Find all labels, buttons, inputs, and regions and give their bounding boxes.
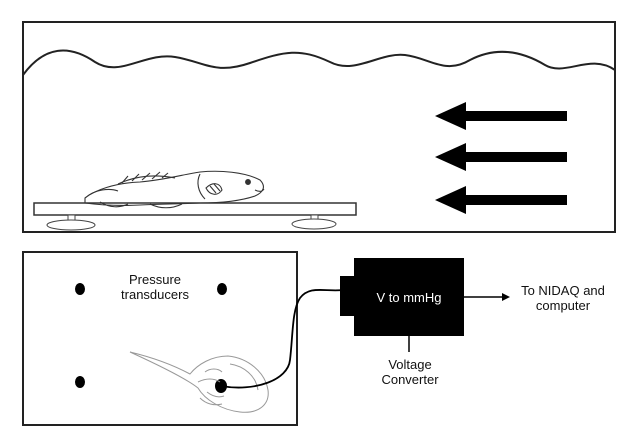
voltage-converter-box [340, 258, 464, 336]
pressure-transducer-dot [75, 283, 85, 295]
transducer-cable [220, 288, 344, 389]
converter-box-label: V to mmHg [376, 290, 442, 305]
pressure-transducers-label: Pressure transducers [105, 272, 205, 302]
output-label-line2: computer [535, 298, 591, 313]
pressure-transducer-dot [75, 376, 85, 388]
converter-label-line2: Converter [381, 372, 439, 387]
water-surface-wave [22, 49, 616, 76]
output-arrow [464, 293, 510, 301]
platform-leg-right [291, 214, 337, 230]
converter-label-line1: Voltage [388, 357, 432, 372]
fish-platform [33, 202, 357, 216]
platform-leg-left [46, 214, 96, 231]
voltage-converter-label: Voltage Converter [365, 357, 455, 387]
fish-side-view-illustration [84, 170, 265, 209]
flow-tank-top-view [22, 251, 298, 426]
flow-arrow [435, 143, 567, 171]
flow-arrow [435, 102, 567, 130]
flow-arrow [435, 186, 567, 214]
output-label-line1: To NIDAQ and [521, 283, 605, 298]
pressure-label-line1: Pressure [128, 272, 182, 287]
pressure-transducer-dot [217, 283, 227, 295]
pressure-label-line2: transducers [121, 287, 189, 302]
nidaq-output-label: To NIDAQ and computer [508, 283, 618, 313]
